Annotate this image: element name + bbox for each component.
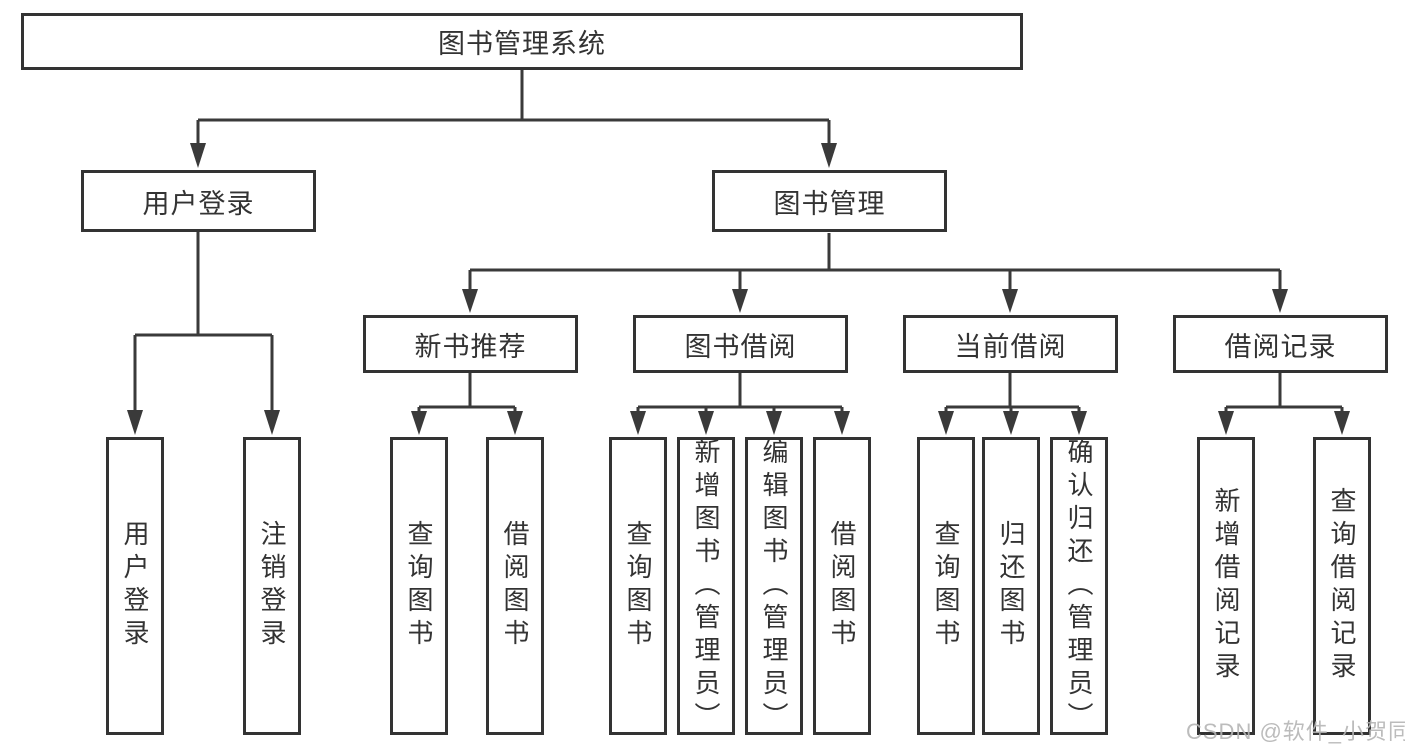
arrowheads [127,143,1350,435]
leaf-edit-books-admin: 编辑图书（管理员） [745,437,803,735]
node-current-borrowing: 当前借阅 [903,315,1118,373]
leaf-add-books-admin: 新增图书（管理员） [677,437,735,735]
node-label: 新书推荐 [414,331,527,362]
leaf-query-books-recommend: 查询图书 [390,437,448,735]
node-label: 当前借阅 [954,331,1067,362]
leaf-label: 查询图书 [404,520,434,652]
leaf-label: 新增借阅记录 [1211,487,1241,685]
node-label: 图书管理系统 [438,29,606,59]
leaf-label: 归还图书 [996,520,1026,652]
node-new-book-recommendation: 新书推荐 [363,315,578,373]
leaf-borrow-books-recommend: 借阅图书 [486,437,544,735]
leaf-label: 编辑图书（管理员） [759,437,789,735]
node-label: 图书借阅 [684,331,797,362]
leaf-confirm-return-admin: 确认归还（管理员） [1050,437,1108,735]
node-label: 图书管理 [773,188,886,219]
leaf-label: 查询借阅记录 [1327,487,1357,685]
leaf-label: 借阅图书 [827,520,857,652]
leaf-logout: 注销登录 [243,437,301,735]
node-library-management-system: 图书管理系统 [21,13,1023,70]
node-label: 借阅记录 [1224,331,1337,362]
leaf-add-borrow-record: 新增借阅记录 [1197,437,1255,735]
leaf-query-borrow-record: 查询借阅记录 [1313,437,1371,735]
leaf-label: 借阅图书 [500,520,530,652]
leaf-query-books-current: 查询图书 [917,437,975,735]
leaf-query-books-borrow: 查询图书 [609,437,667,735]
leaf-label: 用户登录 [120,520,150,652]
leaf-label: 查询图书 [931,520,961,652]
leaf-label: 注销登录 [257,520,287,652]
leaf-label: 确认归还（管理员） [1064,437,1094,735]
node-label: 用户登录 [142,188,255,219]
node-book-borrowing: 图书借阅 [633,315,848,373]
leaf-user-login: 用户登录 [106,437,164,735]
leaf-borrow-books: 借阅图书 [813,437,871,735]
node-user-login: 用户登录 [81,170,316,232]
node-borrowing-records: 借阅记录 [1173,315,1388,373]
csdn-watermark: CSDN @软件_小贺同学 [1186,719,1405,744]
leaf-label: 查询图书 [623,520,653,652]
leaf-label: 新增图书（管理员） [691,437,721,735]
leaf-return-books: 归还图书 [982,437,1040,735]
node-book-management: 图书管理 [712,170,947,232]
